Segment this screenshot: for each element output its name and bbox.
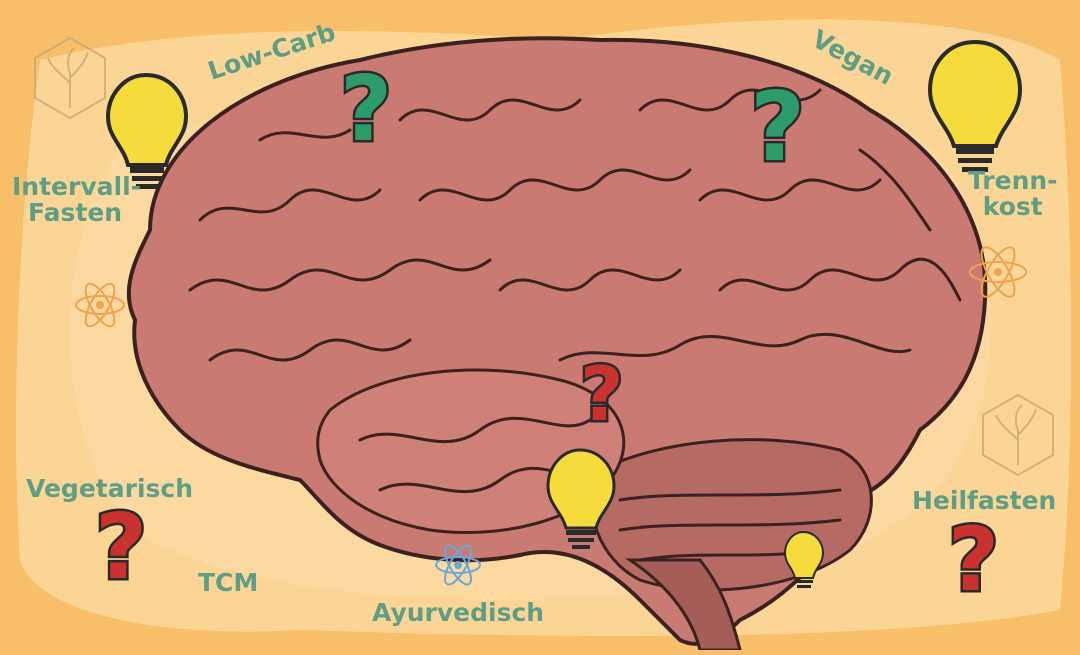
label-intervall-line1: Intervall-: [12, 172, 142, 201]
question-mark-icon: ?: [946, 506, 1002, 614]
label-trenn-line1: Trenn-: [968, 166, 1058, 195]
label-vegetarisch: Vegetarisch: [26, 474, 194, 503]
question-mark-icon: ?: [338, 55, 395, 165]
light-bulb-icon: [105, 72, 189, 189]
label-trennkost: Trenn- kost: [968, 166, 1058, 222]
light-bulb-icon: [546, 448, 616, 549]
light-bulb-icon: [783, 530, 825, 588]
label-tcm-text: TCM: [198, 568, 259, 597]
atom-icon: [969, 246, 1027, 298]
svg-text:?: ?: [95, 495, 147, 600]
question-mark-icon: ?: [578, 348, 627, 441]
brain-folds: [188, 88, 962, 562]
question-mark-icon: ?: [93, 493, 150, 603]
label-vegetarisch-text: Vegetarisch: [26, 474, 194, 503]
label-trenn-line2: kost: [982, 192, 1043, 222]
atom-icon: [75, 282, 125, 328]
label-heilfasten-text: Heilfasten: [912, 486, 1057, 515]
label-intervall-line2: Fasten: [28, 198, 123, 228]
tree-logo-icon: [34, 36, 106, 120]
atom-icon: [435, 544, 481, 586]
label-intervall-fasten: Intervall- Fasten: [12, 172, 142, 228]
question-mark-icon: ?: [748, 71, 808, 186]
svg-text:?: ?: [580, 350, 624, 438]
label-tcm: TCM: [198, 568, 259, 597]
svg-text:?: ?: [948, 508, 999, 611]
svg-text:?: ?: [750, 73, 805, 183]
label-ayurvedisch: Ayurvedisch: [372, 598, 545, 627]
label-ayurvedisch-text: Ayurvedisch: [372, 598, 545, 627]
tree-logo-icon: [982, 393, 1054, 477]
label-heilfasten: Heilfasten: [912, 486, 1057, 515]
light-bulb-icon: [927, 39, 1023, 172]
svg-text:?: ?: [340, 57, 392, 162]
